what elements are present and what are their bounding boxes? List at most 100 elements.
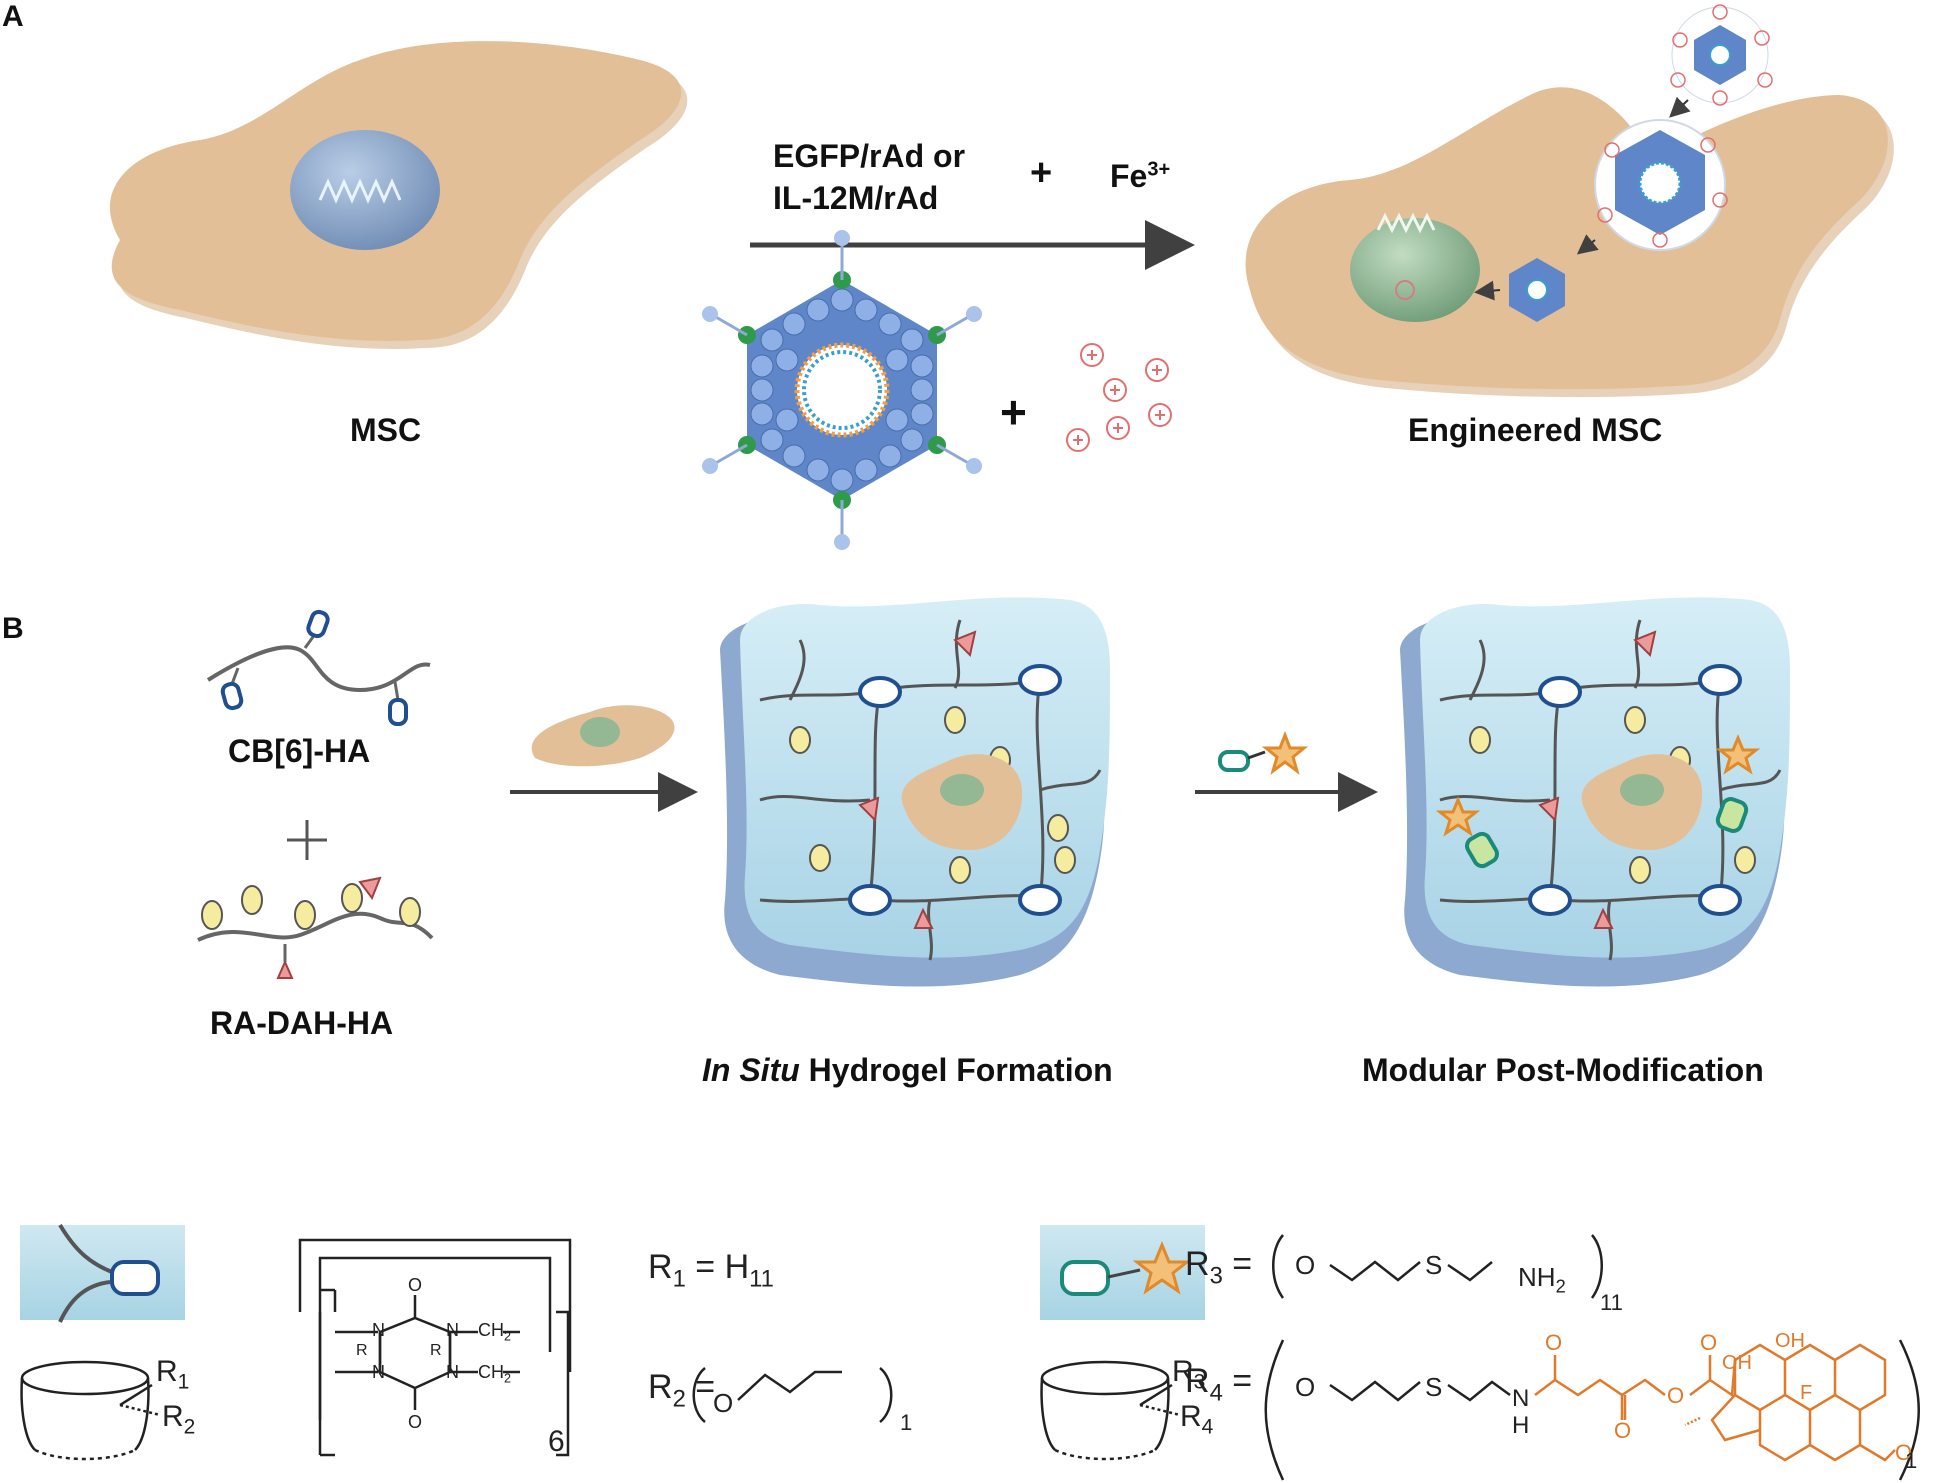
cb6-structure xyxy=(298,1238,572,1457)
reagent-line2: IL-12M/rAd xyxy=(773,180,939,216)
cb-atom-r2: R xyxy=(430,1342,442,1359)
glyph-r1-symbol: R xyxy=(156,1355,178,1388)
virus-fe-plus: + xyxy=(1000,386,1027,438)
r1-value: = H xyxy=(695,1248,750,1286)
r4-chain-structure xyxy=(1264,1339,1920,1481)
r4-eq: = xyxy=(1232,1362,1253,1400)
glyph-r2-sub: 2 xyxy=(183,1415,196,1439)
plus-b-icon xyxy=(287,820,327,860)
r4-hydrogen: H xyxy=(1512,1412,1530,1439)
r4-sub: 4 xyxy=(1209,1379,1223,1407)
glyph-r1: R1 xyxy=(156,1355,189,1394)
r3-chain-structure xyxy=(1272,1234,1603,1299)
r3-sulfur: S xyxy=(1425,1250,1443,1280)
small-cell-icon xyxy=(531,705,675,767)
hydrogel-insitu xyxy=(720,597,1110,987)
r1-sub: 1 xyxy=(672,1265,686,1293)
cb-atom-n4: N xyxy=(446,1362,459,1382)
cb6-ha-label: CB[6]-HA xyxy=(228,733,371,769)
reagent-line1: EGFP/rAd or xyxy=(773,138,966,174)
legend-barrel-1 xyxy=(20,1360,161,1461)
r4-oh-1: OH xyxy=(1722,1352,1752,1374)
r1-definition: R1 = H11 xyxy=(648,1248,774,1293)
glyph-r4-symbol: R xyxy=(1180,1400,1202,1433)
insitu-rest: Hydrogel Formation xyxy=(799,1052,1113,1088)
cb-ch2-top-sub: 2 xyxy=(504,1329,512,1344)
cb-atom-o-top: O xyxy=(408,1275,423,1295)
r2-allyl-structure xyxy=(692,1367,893,1423)
r4-carbonyl-o1: O xyxy=(1545,1330,1563,1355)
r4-sulfur: S xyxy=(1425,1372,1443,1402)
cb-n-subscript: 6 xyxy=(548,1425,565,1458)
r2-definition: R2 = xyxy=(648,1368,715,1413)
glyph-r2-symbol: R xyxy=(162,1400,184,1433)
r1-symbol: R xyxy=(648,1248,673,1286)
legend-star-box xyxy=(1040,1225,1205,1320)
ra-dah-ha-polymer-icon xyxy=(197,876,434,979)
cb6-ha-polymer-icon xyxy=(206,609,431,726)
cb-ch2-top: CH2 xyxy=(478,1320,511,1343)
engineered-msc-label: Engineered MSC xyxy=(1408,412,1663,448)
glyph-r4: R4 xyxy=(1180,1400,1213,1439)
r4-oh-2: OH xyxy=(1775,1330,1805,1352)
r3-eq: = xyxy=(1232,1245,1253,1283)
r1-value-sub: 11 xyxy=(749,1265,774,1293)
r3-symbol: R xyxy=(1185,1245,1210,1283)
adenovirus-icon xyxy=(702,230,982,550)
r3-nh2-sub: 2 xyxy=(1555,1276,1566,1297)
r3-oxygen: O xyxy=(1295,1250,1316,1280)
panel-b-letter: B xyxy=(2,612,24,645)
r3-nh2: NH2 xyxy=(1518,1262,1566,1297)
cb-ch2-bottom-sub: 2 xyxy=(504,1371,512,1386)
ra-dah-ha-label: RA-DAH-HA xyxy=(210,1005,394,1041)
r4-oxygen: O xyxy=(1295,1372,1316,1402)
legend-barrel-2 xyxy=(1040,1360,1181,1461)
r3-nh2-text: NH xyxy=(1518,1262,1556,1292)
r3-sub: 3 xyxy=(1209,1262,1223,1290)
msc-cell xyxy=(109,41,688,349)
glyph-r3-symbol: R xyxy=(1172,1355,1194,1388)
cb-ch2-bottom-text: CH xyxy=(478,1362,504,1382)
fe3-base: Fe xyxy=(1110,158,1148,194)
glyph-r4-sub: 4 xyxy=(1201,1415,1214,1439)
r2-symbol: R xyxy=(648,1368,673,1406)
r4-symbol: R xyxy=(1185,1362,1210,1400)
ligand-star-icon xyxy=(1218,730,1309,775)
r3-multiplier: 11 xyxy=(1600,1290,1623,1315)
cb-ch2-bottom: CH2 xyxy=(478,1362,511,1385)
r2-sub: 2 xyxy=(672,1385,686,1413)
cb-atom-n2: N xyxy=(446,1320,459,1340)
reagent-plus: + xyxy=(1030,152,1053,194)
engineered-nucleus xyxy=(1350,218,1480,322)
r3-definition: R3 = xyxy=(1185,1245,1252,1290)
panel-a-letter: A xyxy=(2,0,24,33)
hydrogel-modular xyxy=(1400,597,1790,987)
cb-atom-n3: N xyxy=(372,1362,385,1382)
fe3-label: Fe3+ xyxy=(1110,158,1170,195)
r2-multiplier: 1 xyxy=(900,1410,913,1435)
fe-ions-plus xyxy=(1073,350,1165,445)
insitu-italic: In Situ xyxy=(702,1052,800,1088)
glyph-r3: R3 xyxy=(1172,1355,1205,1394)
fe3-charge: 3+ xyxy=(1147,158,1171,181)
dna-icon xyxy=(318,178,402,204)
modular-label: Modular Post-Modification xyxy=(1362,1052,1764,1088)
r4-definition: R4 = xyxy=(1185,1362,1252,1407)
cb-atom-r1: R xyxy=(356,1342,368,1359)
insitu-hydrogel-label: In Situ Hydrogel Formation xyxy=(702,1052,1113,1089)
glyph-r1-sub: 1 xyxy=(177,1370,190,1394)
r4-multiplier: 1 xyxy=(1905,1448,1918,1473)
cb-ch2-top-text: CH xyxy=(478,1320,504,1340)
r4-fluorine: F xyxy=(1800,1382,1813,1404)
r4-ester-o: O xyxy=(1667,1383,1685,1408)
legend-cb-box xyxy=(20,1223,185,1323)
r2-eq: = xyxy=(695,1368,716,1406)
fe-ions-icon xyxy=(1066,343,1172,452)
glyph-r2: R2 xyxy=(162,1400,195,1439)
cb-atom-o-bottom: O xyxy=(408,1412,423,1432)
glyph-r3-sub: 3 xyxy=(1193,1370,1206,1394)
engineered-msc-cell xyxy=(1245,4,1894,398)
cb-atom-n1: N xyxy=(372,1320,385,1340)
msc-label: MSC xyxy=(350,412,422,448)
